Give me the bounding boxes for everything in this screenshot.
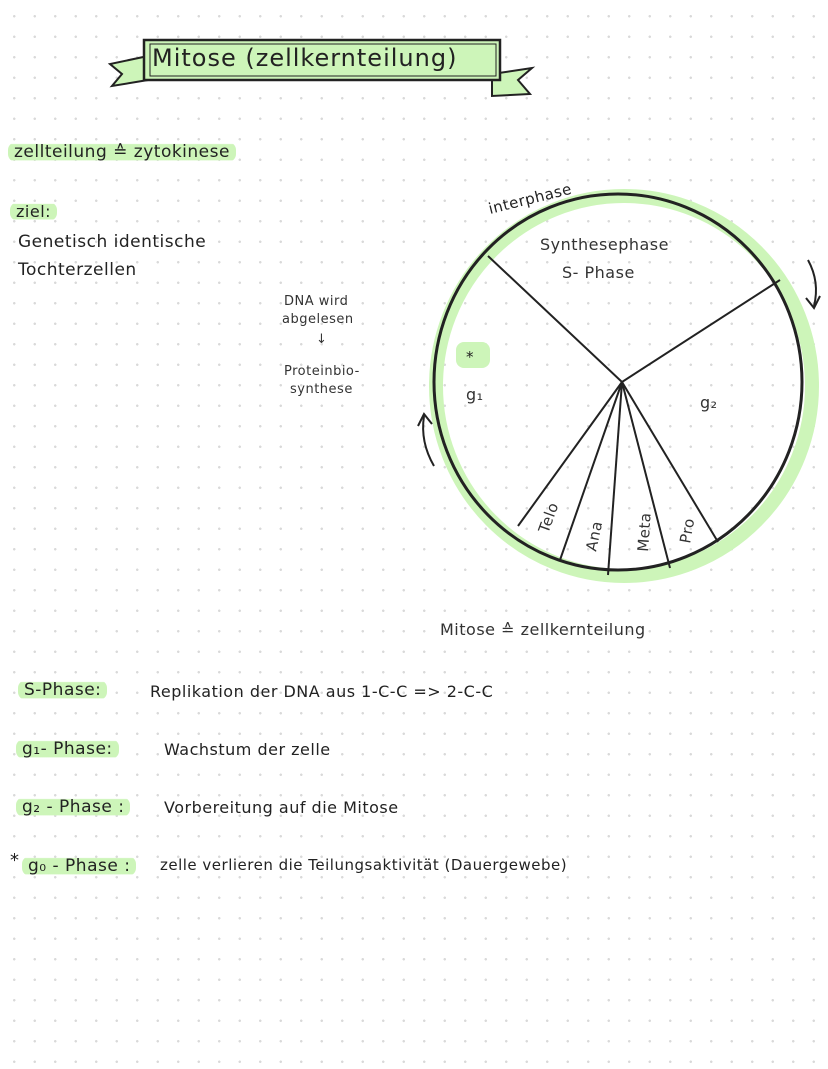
divider-meta-pro	[621, 381, 671, 569]
segment-pro: Pro	[676, 517, 698, 545]
g1-mark: *	[466, 348, 474, 366]
divider-ana-meta	[607, 381, 623, 576]
diagram-caption: Mitose ≙ zellkernteilung	[440, 620, 646, 639]
goal-label: ziel:	[10, 202, 58, 221]
def-g1-text: Wachstum der zelle	[164, 740, 331, 759]
def-g0-term: g₀ - Phase :	[22, 856, 137, 876]
def-s-text: Replikation der DNA aus 1-C-C => 2-C-C	[150, 682, 494, 701]
def-g0-mark: *	[10, 850, 20, 871]
segment-telo: Telo	[535, 500, 563, 536]
note-line-3: Proteinbio-	[284, 364, 360, 379]
g2-label: g₂	[700, 393, 718, 412]
title-banner	[107, 38, 536, 98]
def-g0-text: zelle verlieren die Teilungsaktivität (D…	[160, 856, 568, 874]
goal-line-1: Genetisch identische	[18, 232, 207, 252]
segment-meta: Meta	[634, 512, 655, 552]
def-s-term: S-Phase:	[18, 680, 108, 700]
divider-s-g2	[621, 279, 781, 383]
goal-line-2: Tochterzellen	[18, 260, 137, 280]
definition-line: zellteilung ≙ zytokinese	[8, 142, 236, 162]
def-g1-term: g₁- Phase:	[16, 739, 119, 759]
page-title: Mitose (zellkernteilung)	[152, 44, 458, 72]
divider-pro-g2	[621, 381, 719, 543]
note-line-1: DNA wird	[284, 294, 349, 309]
note-line-4: synthese	[290, 382, 353, 397]
g1-label: g₁	[466, 385, 484, 404]
note-arrow-icon: ↓	[316, 332, 328, 347]
s-phase-label-2: S- Phase	[562, 263, 635, 282]
divider-telo-ana	[559, 381, 623, 561]
divider-g1-s	[487, 255, 623, 383]
cycle-circle	[432, 192, 804, 572]
def-g2-text: Vorbereitung auf die Mitose	[164, 798, 399, 817]
s-phase-label-1: Synthesephase	[540, 235, 669, 254]
arrow-right-icon	[807, 259, 817, 307]
segment-ana: Ana	[582, 519, 606, 553]
divider-g1-telo	[517, 381, 623, 527]
arrow-left-icon	[422, 415, 435, 467]
cell-cycle-diagram: interphase Synthesephase S- Phase * g₁ g…	[417, 180, 821, 583]
note-line-2: abgelesen	[282, 312, 354, 327]
def-g2-term: g₂ - Phase :	[16, 797, 131, 817]
